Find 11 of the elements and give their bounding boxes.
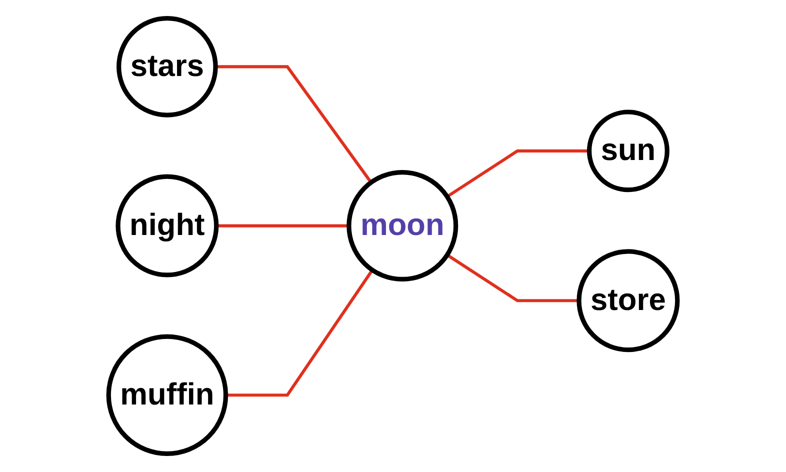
connector bbox=[446, 254, 579, 302]
node-circle: store bbox=[576, 249, 680, 352]
node-circle: stars bbox=[116, 16, 218, 118]
connector bbox=[446, 149, 590, 198]
node-circle: muffin bbox=[106, 334, 228, 456]
connector bbox=[216, 224, 349, 228]
node-circle: moon bbox=[346, 170, 458, 282]
connector bbox=[226, 269, 374, 397]
node-circle: night bbox=[116, 174, 219, 278]
connector bbox=[216, 65, 372, 184]
node-circle: sun bbox=[586, 110, 670, 192]
